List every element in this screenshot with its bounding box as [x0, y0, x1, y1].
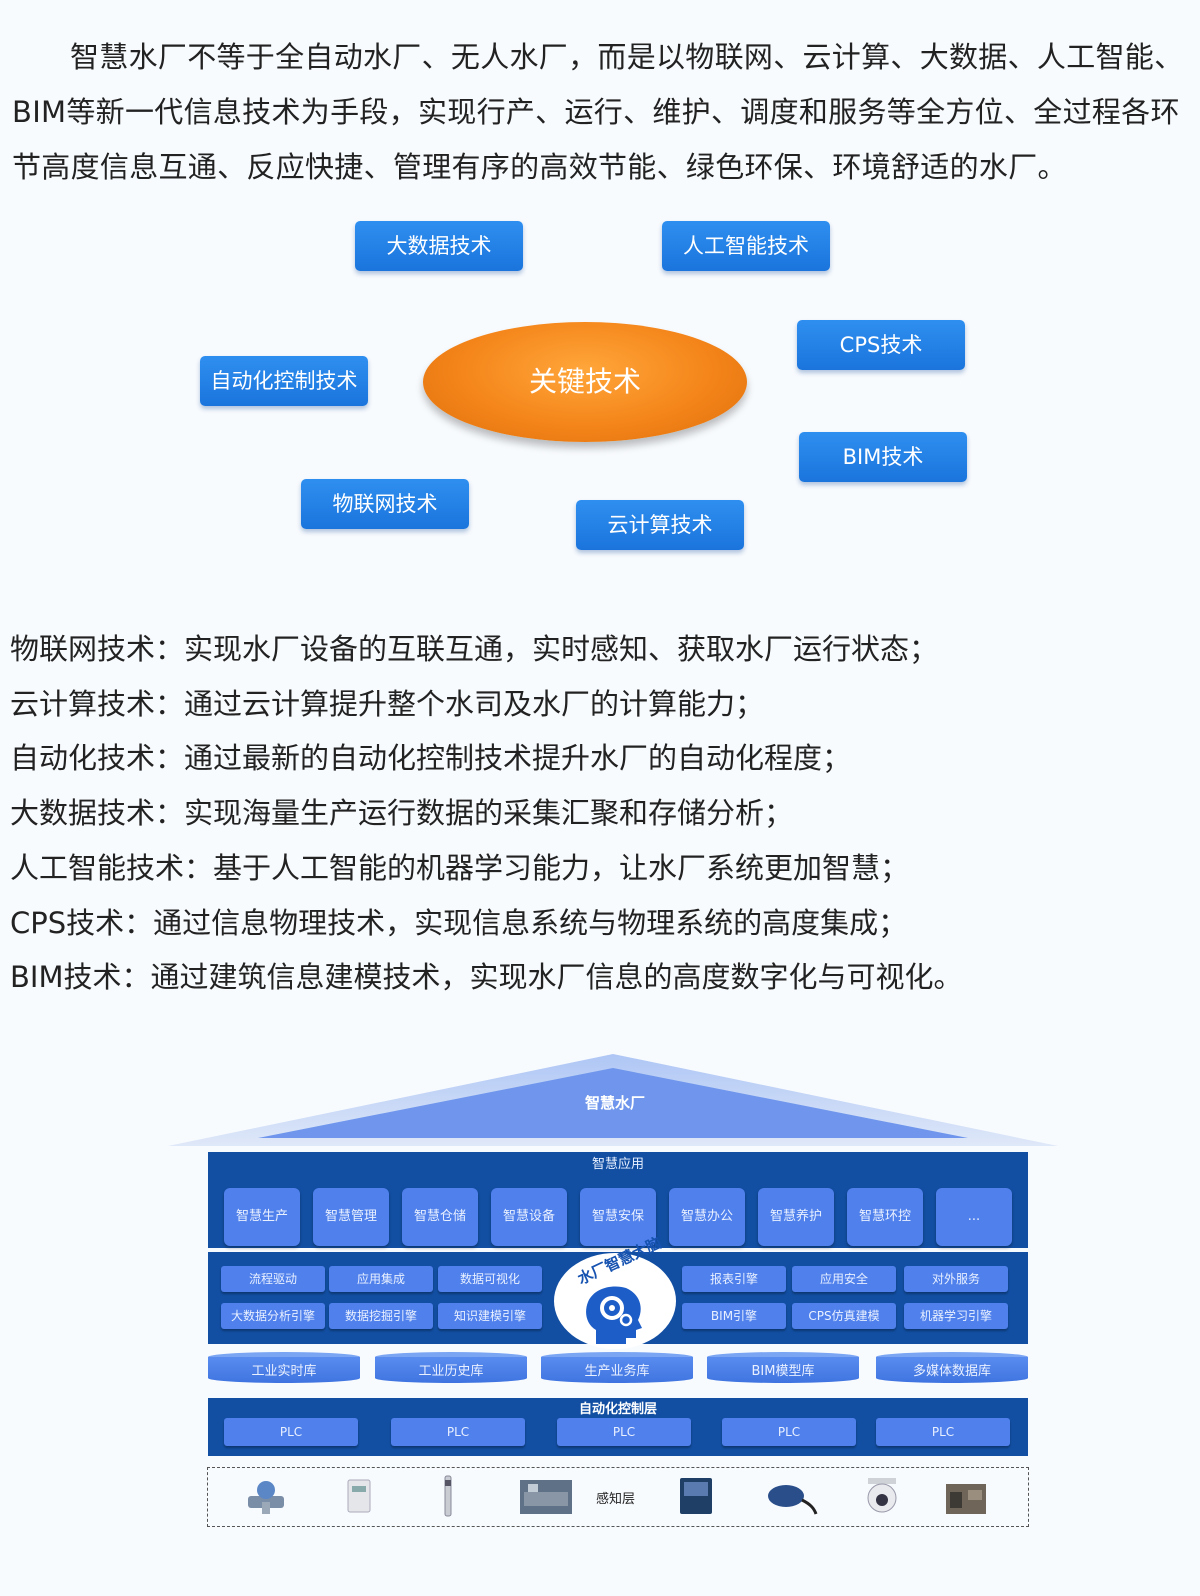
- sense-layer-label: 感知层: [596, 1492, 636, 1507]
- tech-box-bim: BIM技术: [799, 432, 967, 482]
- plc-tile: PLC: [224, 1418, 358, 1446]
- desc-iot: 物联网技术：实现水厂设备的互联互通，实时感知、获取水厂运行状态；: [10, 632, 939, 666]
- database-cylinder: 工业实时库: [208, 1352, 360, 1388]
- camera-icon: [867, 1478, 897, 1513]
- sense-layer: [207, 1467, 1029, 1527]
- engine-tile: 数据挖掘引擎: [329, 1303, 433, 1329]
- analyzer-icon: [347, 1479, 371, 1513]
- desc-bim: BIM技术：通过建筑信息建模技术，实现水厂信息的高度数字化与可视化。: [10, 960, 963, 995]
- architecture-diagram: 智慧水厂: [0, 1040, 1200, 1560]
- tech-box-automation: 自动化控制技术: [200, 356, 368, 406]
- database-cylinder: 多媒体数据库: [876, 1352, 1028, 1388]
- engine-tile: 流程驱动: [221, 1266, 325, 1292]
- app-tile: 智慧设备: [491, 1188, 567, 1246]
- plant-photo-icon: [520, 1480, 572, 1514]
- app-layer-title: 智慧应用: [591, 1157, 644, 1172]
- engine-tile: 报表引擎: [682, 1266, 786, 1292]
- database-label: 工业历史库: [375, 1357, 527, 1383]
- desc-cloud: 云计算技术：通过云计算提升整个水司及水厂的计算能力；: [10, 686, 765, 721]
- engine-tile: BIM引擎: [682, 1303, 786, 1329]
- engine-tile: 大数据分析引擎: [221, 1303, 325, 1329]
- engine-tile: 应用集成: [329, 1266, 433, 1292]
- app-tile: 智慧仓储: [402, 1188, 478, 1246]
- flowmeter-icon: [248, 1481, 284, 1514]
- database-label: 生产业务库: [541, 1357, 693, 1383]
- engine-tile: CPS仿真建模: [792, 1303, 896, 1329]
- app-tile: 智慧管理: [313, 1188, 389, 1246]
- database-label: 工业实时库: [208, 1357, 360, 1383]
- desc-bigdata: 大数据技术：实现海量生产运行数据的采集汇聚和存储分析；: [10, 796, 794, 831]
- database-cylinder: 生产业务库: [541, 1352, 693, 1388]
- tech-box-cloud: 云计算技术: [576, 500, 744, 550]
- pump-station-icon: [946, 1484, 986, 1514]
- engine-tile: 对外服务: [904, 1266, 1008, 1292]
- probe-icon: [444, 1475, 452, 1517]
- tech-box-iot: 物联网技术: [301, 479, 469, 529]
- database-cylinder: 工业历史库: [375, 1352, 527, 1388]
- plc-tile: PLC: [722, 1418, 856, 1446]
- database-label: 多媒体数据库: [876, 1357, 1028, 1383]
- tech-box-ai: 人工智能技术: [662, 221, 830, 271]
- desc-cps: CPS技术：通过信息物理技术，实现信息系统与物理系统的高度集成；: [10, 905, 908, 940]
- plc-tile: PLC: [557, 1418, 691, 1446]
- plc-tile: PLC: [391, 1418, 525, 1446]
- app-tile: 智慧办公: [669, 1188, 745, 1246]
- tech-descriptions: 物联网技术：实现水厂设备的互联互通，实时感知、获取水厂运行状态； 云计算技术：通…: [10, 622, 1190, 1005]
- tech-box-cps: CPS技术: [797, 320, 965, 370]
- desc-automation: 自动化技术：通过最新的自动化控制技术提升水厂的自动化程度；: [10, 741, 852, 776]
- app-tile: 智慧养护: [758, 1188, 834, 1246]
- tech-box-bigdata: 大数据技术: [355, 221, 523, 271]
- engine-tile: 知识建模引擎: [438, 1303, 542, 1329]
- meter-box-icon: [680, 1478, 712, 1514]
- app-tile: 智慧生产: [224, 1188, 300, 1246]
- plc-tile: PLC: [876, 1418, 1010, 1446]
- database-label: BIM模型库: [707, 1357, 859, 1383]
- engine-tile: 机器学习引擎: [904, 1303, 1008, 1329]
- app-layer: 智慧应用 智慧生产 智慧管理 智慧仓储 智慧设备 智慧安保 智慧办公 智慧养护 …: [208, 1152, 1028, 1248]
- app-tile: 智慧环控: [847, 1188, 923, 1246]
- engine-tile: 数据可视化: [438, 1266, 542, 1292]
- control-layer-title: 自动化控制层: [578, 1402, 657, 1417]
- roof-title: 智慧水厂: [584, 1094, 645, 1112]
- key-tech-center: 关键技术: [423, 322, 747, 442]
- handheld-sensor-icon: [768, 1485, 818, 1515]
- database-cylinder: BIM模型库: [707, 1352, 859, 1388]
- engine-tile: 应用安全: [792, 1266, 896, 1292]
- intro-paragraph: 智慧水厂不等于全自动水厂、无人水厂，而是以物联网、云计算、大数据、人工智能、BI…: [12, 30, 1188, 195]
- desc-ai: 人工智能技术：基于人工智能的机器学习能力，让水厂系统更加智慧；: [10, 850, 910, 885]
- roof-shape: [168, 1054, 1058, 1146]
- app-tile: ...: [936, 1188, 1012, 1246]
- intro-text: 智慧水厂不等于全自动水厂、无人水厂，而是以物联网、云计算、大数据、人工智能、BI…: [12, 40, 1184, 184]
- app-tile: 智慧安保: [580, 1188, 656, 1246]
- head-gear-icon: [586, 1286, 642, 1344]
